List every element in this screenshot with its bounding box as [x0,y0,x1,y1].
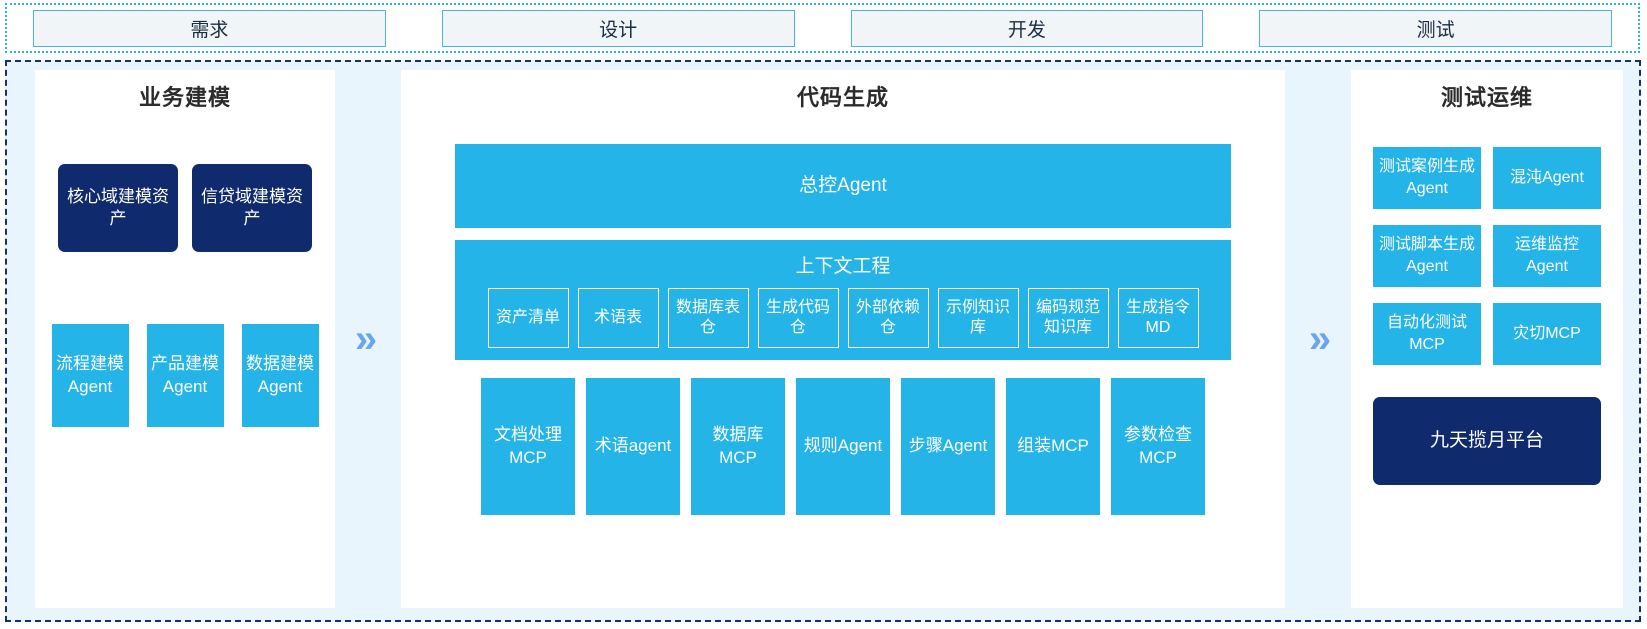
chaos-agent[interactable]: 混沌Agent [1493,147,1601,209]
context-item-example-knowledge-base[interactable]: 示例知识库 [937,288,1019,348]
tool-document-processing-mcp[interactable]: 文档处理MCP [481,378,575,515]
context-item-glossary[interactable]: 术语表 [577,288,659,348]
context-engineering-title: 上下文工程 [795,256,891,277]
context-item-db-table-repo[interactable]: 数据库表仓 [667,288,749,348]
tool-database-mcp[interactable]: 数据库MCP [691,378,785,515]
chevron-right-icon-left: » [354,317,378,361]
tool-glossary-agent[interactable]: 术语agent [586,378,680,515]
panel-code-generation: 代码生成 总控Agent 上下文工程 资产清单 术语表 数据库表仓 生成代码仓 … [401,70,1285,608]
phase-box-design[interactable]: 设计 [441,9,795,47]
tool-step-agent[interactable]: 步骤Agent [901,378,995,515]
test-case-generation-agent[interactable]: 测试案例生成Agent [1373,147,1481,209]
ops-monitoring-agent[interactable]: 运维监控Agent [1493,225,1601,287]
panel-title-code-generation: 代码生成 [796,85,889,110]
disaster-switch-mcp[interactable]: 灾切MCP [1493,303,1601,365]
phase-label: 设计 [599,19,638,41]
phase-box-development[interactable]: 开发 [850,9,1204,47]
architecture-container: 业务建模 核心域建模资产 信贷域建模资产 流程建模Agent 产品建模Agent… [5,60,1641,622]
phase-label: 测试 [1416,19,1455,41]
context-item-generated-code-repo[interactable]: 生成代码仓 [757,288,839,348]
test-script-generation-agent[interactable]: 测试脚本生成Agent [1373,225,1481,287]
agent-product-modeling[interactable]: 产品建模Agent [146,324,224,427]
phase-label: 开发 [1007,19,1046,41]
panel-test-operations: 测试运维 测试案例生成Agent 混沌Agent 测试脚本生成Agent 运维监… [1351,70,1623,608]
panel-title-test-operations: 测试运维 [1440,85,1533,110]
context-item-external-dependency-repo[interactable]: 外部依赖仓 [847,288,929,348]
panel-title-business-modeling: 业务建模 [138,85,231,110]
context-engineering-block: 上下文工程 资产清单 术语表 数据库表仓 生成代码仓 外部依赖仓 示例知识库 编… [455,240,1231,360]
business-agent-row: 流程建模Agent 产品建模Agent 数据建模Agent [51,324,319,427]
jiutian-lanyue-platform[interactable]: 九天揽月平台 [1373,397,1601,485]
panel-business-modeling: 业务建模 核心域建模资产 信贷域建模资产 流程建模Agent 产品建模Agent… [35,70,335,608]
context-item-generation-instruction-md[interactable]: 生成指令MD [1117,288,1199,348]
code-generation-tool-row: 文档处理MCP 术语agent 数据库MCP 规则Agent 步骤Agent 组… [481,378,1205,515]
phase-bar: 需求 设计 开发 测试 [5,3,1640,53]
asset-credit-domain[interactable]: 信贷域建模资产 [192,164,312,252]
chevron-right-icon-right: » [1308,317,1332,361]
test-ops-grid: 测试案例生成Agent 混沌Agent 测试脚本生成Agent 运维监控Agen… [1373,147,1601,365]
context-engineering-items: 资产清单 术语表 数据库表仓 生成代码仓 外部依赖仓 示例知识库 编码规范知识库… [487,288,1199,348]
phase-box-requirements[interactable]: 需求 [33,9,386,47]
master-control-agent[interactable]: 总控Agent [455,144,1231,228]
phase-label: 需求 [190,19,229,41]
tool-assembly-mcp[interactable]: 组装MCP [1006,378,1100,515]
phase-box-testing[interactable]: 测试 [1259,9,1612,47]
agent-process-modeling[interactable]: 流程建模Agent [51,324,129,427]
context-item-asset-list[interactable]: 资产清单 [487,288,569,348]
tool-rule-agent[interactable]: 规则Agent [796,378,890,515]
context-item-coding-standard-knowledge-base[interactable]: 编码规范知识库 [1027,288,1109,348]
agent-data-modeling[interactable]: 数据建模Agent [241,324,319,427]
asset-core-domain[interactable]: 核心域建模资产 [58,164,178,252]
tool-parameter-check-mcp[interactable]: 参数检查MCP [1111,378,1205,515]
business-asset-row: 核心域建模资产 信贷域建模资产 [58,164,312,252]
automated-test-mcp[interactable]: 自动化测试MCP [1373,303,1481,365]
